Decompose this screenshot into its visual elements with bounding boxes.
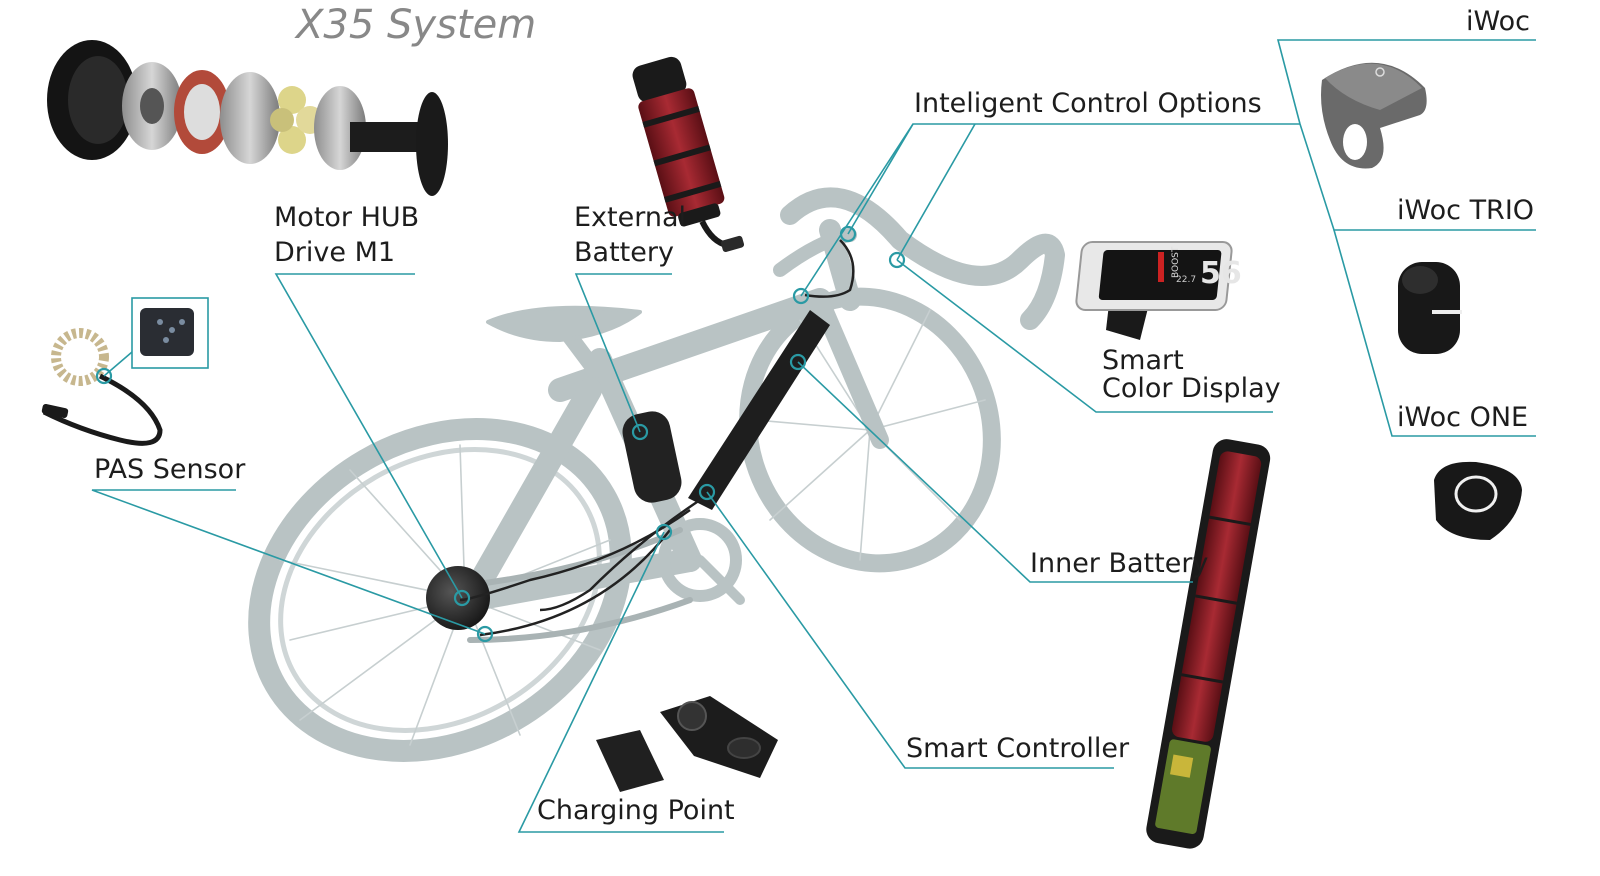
inner-battery-image bbox=[1146, 439, 1271, 849]
smart-display-image: BOOST 56 22.7 bbox=[1075, 241, 1242, 340]
leader-lines bbox=[91, 39, 1536, 833]
hub-motor bbox=[426, 566, 490, 630]
label-motor-line-1: Motor HUB bbox=[274, 202, 420, 233]
charging-point-image bbox=[596, 696, 778, 792]
handlebar bbox=[780, 187, 1065, 330]
rear-wheel bbox=[248, 418, 632, 762]
label-display-line-1: Smart bbox=[1102, 345, 1184, 376]
downtube-battery bbox=[688, 310, 830, 510]
label-external-battery-line-1: External bbox=[574, 202, 687, 233]
label-control-options: Inteligent Control Options bbox=[914, 88, 1262, 119]
display-mode-text: BOOST bbox=[1171, 246, 1181, 278]
label-pas-sensor: PAS Sensor bbox=[94, 454, 246, 485]
exploded-motor-image bbox=[47, 40, 448, 196]
saddle bbox=[486, 305, 642, 342]
label-motor-line-2: Drive M1 bbox=[274, 237, 396, 269]
iwoc-one-image bbox=[1434, 461, 1522, 540]
iwoc-image bbox=[1321, 62, 1427, 169]
label-external-battery: External Battery bbox=[574, 200, 686, 270]
iwoc-trio-image bbox=[1398, 262, 1462, 354]
display-speed-text: 56 bbox=[1200, 256, 1242, 291]
bottle-battery bbox=[622, 411, 682, 503]
label-smart-controller: Smart Controller bbox=[906, 733, 1130, 764]
bicycle bbox=[248, 187, 1065, 762]
external-battery-image bbox=[632, 56, 745, 253]
display-sub-text: 22.7 bbox=[1176, 275, 1196, 285]
label-inner-battery: Inner Battery bbox=[1030, 548, 1209, 579]
label-display-line-2: Color Display bbox=[1102, 372, 1281, 404]
label-external-battery-line-2: Battery bbox=[574, 237, 674, 269]
callout-markers bbox=[95, 225, 906, 643]
diagram-title: X35 System bbox=[296, 2, 537, 48]
pas-sensor-image bbox=[41, 297, 209, 446]
display-boost-bar bbox=[1158, 252, 1164, 282]
label-charging-point: Charging Point bbox=[537, 795, 735, 826]
label-iwoc-one: iWoc ONE bbox=[1397, 402, 1529, 433]
label-iwoc: iWoc bbox=[1466, 6, 1530, 37]
label-iwoc-trio: iWoc TRIO bbox=[1397, 195, 1535, 226]
label-smart-display: Smart Color Display bbox=[1102, 347, 1281, 402]
cables bbox=[459, 239, 855, 637]
label-motor-hub: Motor HUB Drive M1 bbox=[274, 200, 419, 270]
